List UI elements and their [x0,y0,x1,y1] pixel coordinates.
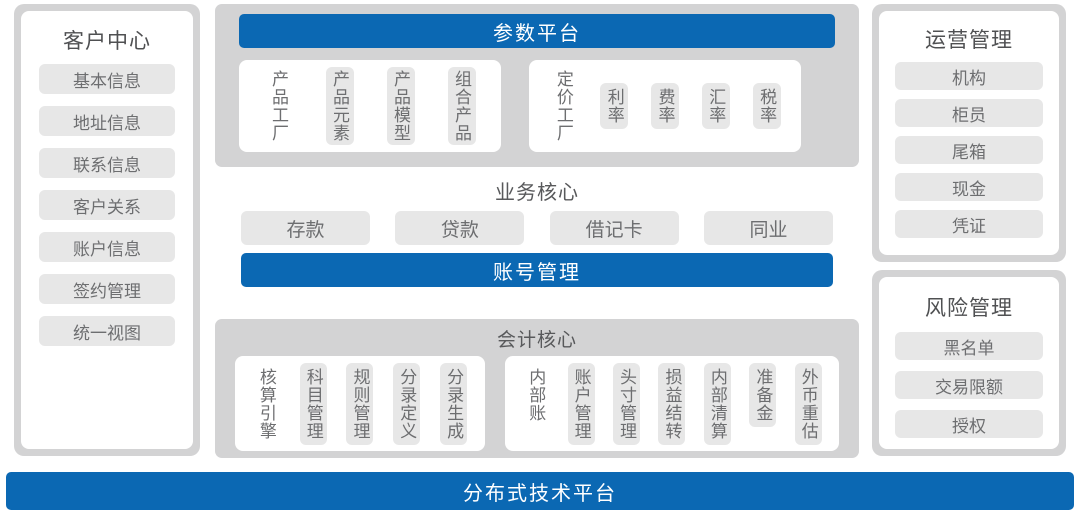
position-management-item[interactable]: 头寸管理 [613,363,641,445]
product-element-item[interactable]: 产品元素 [325,67,354,145]
customer-center-title: 客户中心 [63,30,151,53]
product-factory-item[interactable]: 产品工厂 [269,70,288,142]
customer-center-item-3[interactable]: 客户关系 [39,190,175,220]
center-column: 参数平台 产品工厂 产品元素 产品模型 组合产品 定价工厂 利率 费率 汇率 税… [215,4,859,458]
customer-center-item-2[interactable]: 联系信息 [39,148,175,178]
interest-rate-item[interactable]: 利率 [600,83,629,129]
params-platform-header: 参数平台 [239,14,835,48]
risk-item-transaction-limit[interactable]: 交易限额 [895,371,1043,399]
customer-center-card: 客户中心 基本信息 地址信息 联系信息 客户关系 账户信息 签约管理 统一视图 [21,11,193,449]
customer-center-item-6[interactable]: 统一视图 [39,316,175,346]
risk-management-title: 风险管理 [925,297,1013,320]
rule-management-item[interactable]: 规则管理 [346,363,374,445]
pricing-factory-item[interactable]: 定价工厂 [553,70,573,142]
product-factory-group: 产品工厂 产品元素 产品模型 组合产品 [239,60,501,152]
ops-item-cash[interactable]: 现金 [895,173,1043,201]
customer-center-panel: 客户中心 基本信息 地址信息 联系信息 客户关系 账户信息 签约管理 统一视图 [14,4,200,456]
profit-loss-carryover-item[interactable]: 损益结转 [658,363,686,445]
reserve-fund-item[interactable]: 准备金 [749,363,777,427]
ops-item-organization[interactable]: 机构 [895,62,1043,90]
ops-item-teller[interactable]: 柜员 [895,99,1043,127]
internal-ledger-item[interactable]: 内部账 [526,368,546,422]
risk-item-authorization[interactable]: 授权 [895,410,1043,438]
business-core-section: 业务核心 存款 贷款 借记卡 同业 账号管理 [215,176,859,291]
composite-product-item[interactable]: 组合产品 [447,67,476,145]
foreign-currency-revaluation-item[interactable]: 外币重估 [794,363,822,445]
product-model-item[interactable]: 产品模型 [386,67,415,145]
accounting-core-title: 会计核心 [496,330,577,351]
operations-management-card: 运营管理 机构 柜员 尾箱 现金 凭证 [879,11,1059,255]
account-management-item[interactable]: 账户管理 [567,363,595,445]
entry-definition-item[interactable]: 分录定义 [393,363,421,445]
customer-center-item-4[interactable]: 账户信息 [39,232,175,262]
operations-management-title: 运营管理 [925,29,1013,52]
business-item-interbank[interactable]: 同业 [703,211,833,245]
pricing-factory-group: 定价工厂 利率 费率 汇率 税率 [529,60,801,152]
internal-settlement-item[interactable]: 内部清算 [703,363,731,445]
accounting-core-container: 会计核心 核算引擎 科目管理 规则管理 分录定义 分录生成 内部账 账户管理 头… [215,319,859,458]
risk-item-blacklist[interactable]: 黑名单 [895,332,1043,360]
accounting-engine-group: 核算引擎 科目管理 规则管理 分录定义 分录生成 [235,356,485,451]
customer-center-item-5[interactable]: 签约管理 [39,274,175,304]
accounting-core-groups: 核算引擎 科目管理 规则管理 分录定义 分录生成 内部账 账户管理 头寸管理 损… [235,356,839,451]
ops-item-cash-box[interactable]: 尾箱 [895,136,1043,164]
exchange-rate-item[interactable]: 汇率 [701,83,730,129]
params-platform-container: 参数平台 产品工厂 产品元素 产品模型 组合产品 定价工厂 利率 费率 汇率 税… [215,4,859,167]
business-item-debit-card[interactable]: 借记卡 [549,211,679,245]
operations-management-panel: 运营管理 机构 柜员 尾箱 现金 凭证 [872,4,1066,262]
business-item-deposit[interactable]: 存款 [241,211,370,245]
fee-rate-item[interactable]: 费率 [650,83,679,129]
business-core-items: 存款 贷款 借记卡 同业 [215,211,859,245]
customer-center-item-0[interactable]: 基本信息 [39,64,175,94]
tax-rate-item[interactable]: 税率 [752,83,781,129]
entry-generation-item[interactable]: 分录生成 [440,363,468,445]
business-item-loan[interactable]: 贷款 [395,211,525,245]
internal-ledger-group: 内部账 账户管理 头寸管理 损益结转 内部清算 准备金 外币重估 [505,356,839,451]
account-management-bar[interactable]: 账号管理 [241,253,833,287]
subject-management-item[interactable]: 科目管理 [299,363,327,445]
ops-item-voucher[interactable]: 凭证 [895,210,1043,238]
tech-platform-bar: 分布式技术平台 [6,472,1074,510]
accounting-engine-item[interactable]: 核算引擎 [256,368,276,440]
risk-management-card: 风险管理 黑名单 交易限额 授权 [879,277,1059,449]
customer-center-item-1[interactable]: 地址信息 [39,106,175,136]
params-platform-groups: 产品工厂 产品元素 产品模型 组合产品 定价工厂 利率 费率 汇率 税率 [239,60,835,152]
risk-management-panel: 风险管理 黑名单 交易限额 授权 [872,270,1066,456]
business-core-title: 业务核心 [495,182,579,204]
